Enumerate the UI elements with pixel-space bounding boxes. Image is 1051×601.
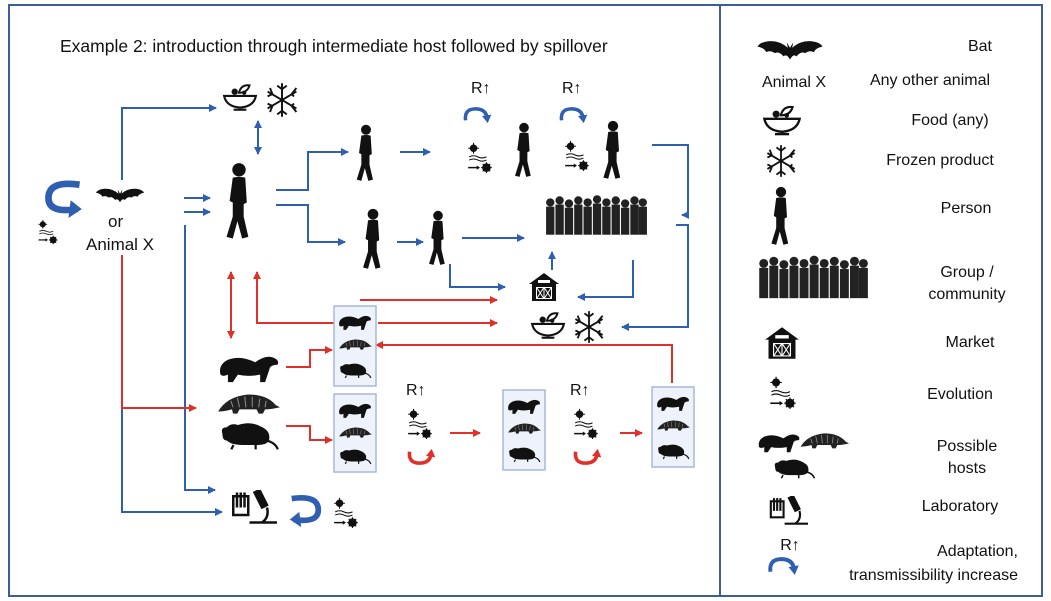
laboratory-icon (232, 490, 279, 524)
food-bowl-icon (530, 312, 566, 339)
legend-label-food: Food (any) (911, 112, 989, 129)
evolution-icon (564, 140, 590, 172)
person-icon (356, 124, 373, 181)
legend-divider (719, 4, 721, 597)
legend-label-evolution: Evolution (927, 386, 993, 403)
snowflake-icon (766, 144, 796, 178)
crowd-icon (546, 195, 647, 235)
ferret-icon (758, 434, 800, 453)
snowflake-icon (266, 82, 298, 118)
adaptation-arrow (770, 559, 798, 575)
r-increase-label: R↑ (406, 382, 426, 399)
source-animal-x-label: Animal X (86, 235, 155, 254)
human-transmission-arrows (121, 104, 689, 516)
evolution-icon (407, 408, 433, 440)
evolution-icon (769, 376, 797, 410)
laboratory-icon (769, 496, 810, 525)
adaptation-arrow (559, 106, 588, 126)
person-icon (226, 163, 249, 239)
legend-label-laboratory: Laboratory (921, 498, 999, 515)
legend-label-adaptation: Adaptation, transmissibility increase (849, 543, 1018, 584)
crowd-icon (759, 255, 868, 299)
r-increase-label: R↑ (471, 80, 491, 97)
legend-r-icon-text: R↑ (780, 537, 800, 554)
legend-label-market: Market (945, 334, 995, 351)
source-recurve-arrow (48, 184, 81, 218)
person-icon (429, 210, 445, 265)
animal-transmission-arrows (121, 255, 673, 444)
market-barn-icon (528, 272, 560, 302)
market-barn-icon (764, 326, 800, 360)
bat-icon (757, 41, 823, 60)
legend-animal-x-icon-text: Animal X (761, 74, 827, 91)
legend-label-group: Group / community (928, 264, 1006, 303)
legend-label-other-animal: Any other animal (869, 72, 991, 89)
host-box (333, 305, 695, 473)
food-bowl-icon (222, 84, 258, 111)
person-icon (363, 208, 381, 269)
legend-label-person: Person (940, 200, 992, 217)
adaptation-arrow (573, 446, 602, 466)
snowflake-icon (574, 310, 604, 344)
legend-label-bat: Bat (967, 38, 992, 55)
evolution-icon (467, 142, 493, 174)
r-increase-label: R↑ (570, 382, 590, 399)
pangolin-icon (800, 432, 850, 449)
r-increase-label: R↑ (562, 80, 582, 97)
evolution-icon (37, 220, 59, 245)
figure-frame (8, 4, 1043, 597)
ferret-icon (219, 356, 279, 383)
bat-icon (96, 188, 144, 203)
person-icon (515, 122, 531, 177)
evolution-icon (333, 497, 359, 529)
adaptation-arrow (407, 446, 436, 466)
rat-icon (773, 458, 816, 480)
evolution-icon (573, 408, 599, 440)
lab-recurve-arrow (290, 498, 319, 527)
person-icon (771, 186, 789, 245)
source-or-label: or (108, 212, 124, 231)
rat-icon (220, 421, 280, 451)
legend-label-hosts: Possible hosts (936, 438, 998, 477)
legend-label-frozen: Frozen product (886, 152, 994, 169)
person-icon (603, 120, 621, 179)
food-bowl-icon (763, 105, 801, 136)
adaptation-arrow (463, 106, 492, 126)
pangolin-icon (217, 393, 280, 415)
figure-title: Example 2: introduction through intermed… (60, 36, 608, 56)
